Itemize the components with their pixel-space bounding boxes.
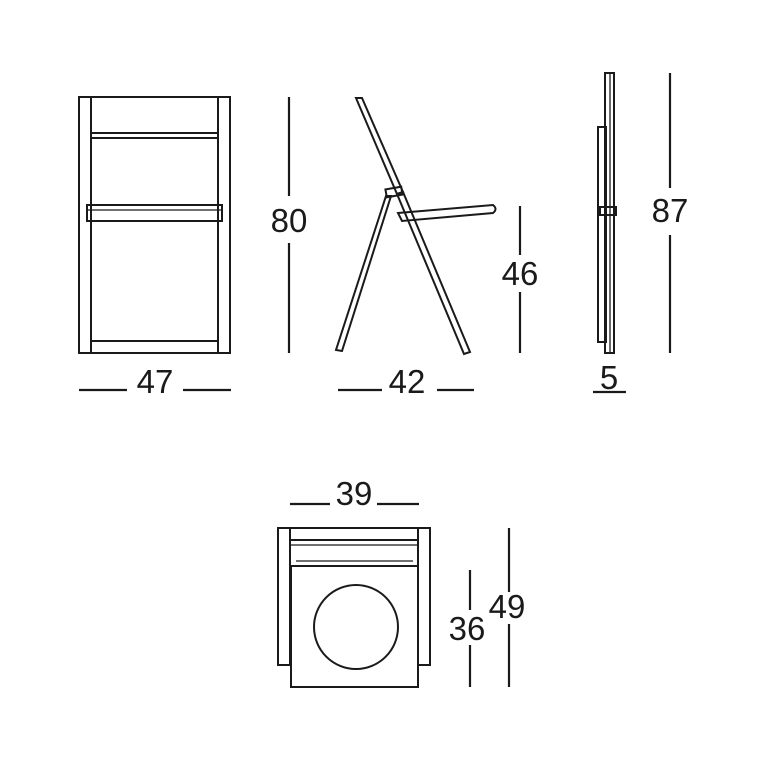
front-view [78,96,231,354]
top-depth-total-label: 49 [489,588,526,625]
side-depth-label: 42 [389,363,426,400]
folded-thickness-label: 5 [600,359,618,396]
side-view [334,97,497,356]
top-width-dimension: 39 [290,475,419,512]
side-backrest-upper [354,97,405,196]
top-depth-seat-label: 36 [449,610,486,647]
side-seat [396,203,497,223]
front-width-dimension: 47 [79,363,231,400]
folded-view [597,72,617,354]
top-depth-seat-dimension: 36 [449,570,486,687]
front-height-label: 80 [271,202,308,239]
front-height-dimension: 80 [271,97,308,353]
folded-seat [597,126,607,343]
seat-height-dimension: 46 [502,206,539,353]
top-view [277,527,431,688]
front-seat-rail [86,204,223,222]
folded-height-label: 87 [652,192,689,229]
seat-height-label: 46 [502,255,539,292]
side-depth-dimension: 42 [338,363,474,400]
folded-thickness-dimension: 5 [593,359,626,396]
side-rear-leg [395,190,472,356]
top-depth-total-dimension: 49 [489,528,526,687]
folded-height-dimension: 87 [652,73,689,353]
front-outer-frame [78,96,231,354]
side-front-leg [334,195,393,353]
top-width-label: 39 [336,475,373,512]
folded-hinge [599,206,617,216]
top-seat-circle [313,584,399,670]
front-width-label: 47 [137,363,174,400]
top-seat [290,565,419,688]
side-hinge [384,185,404,199]
